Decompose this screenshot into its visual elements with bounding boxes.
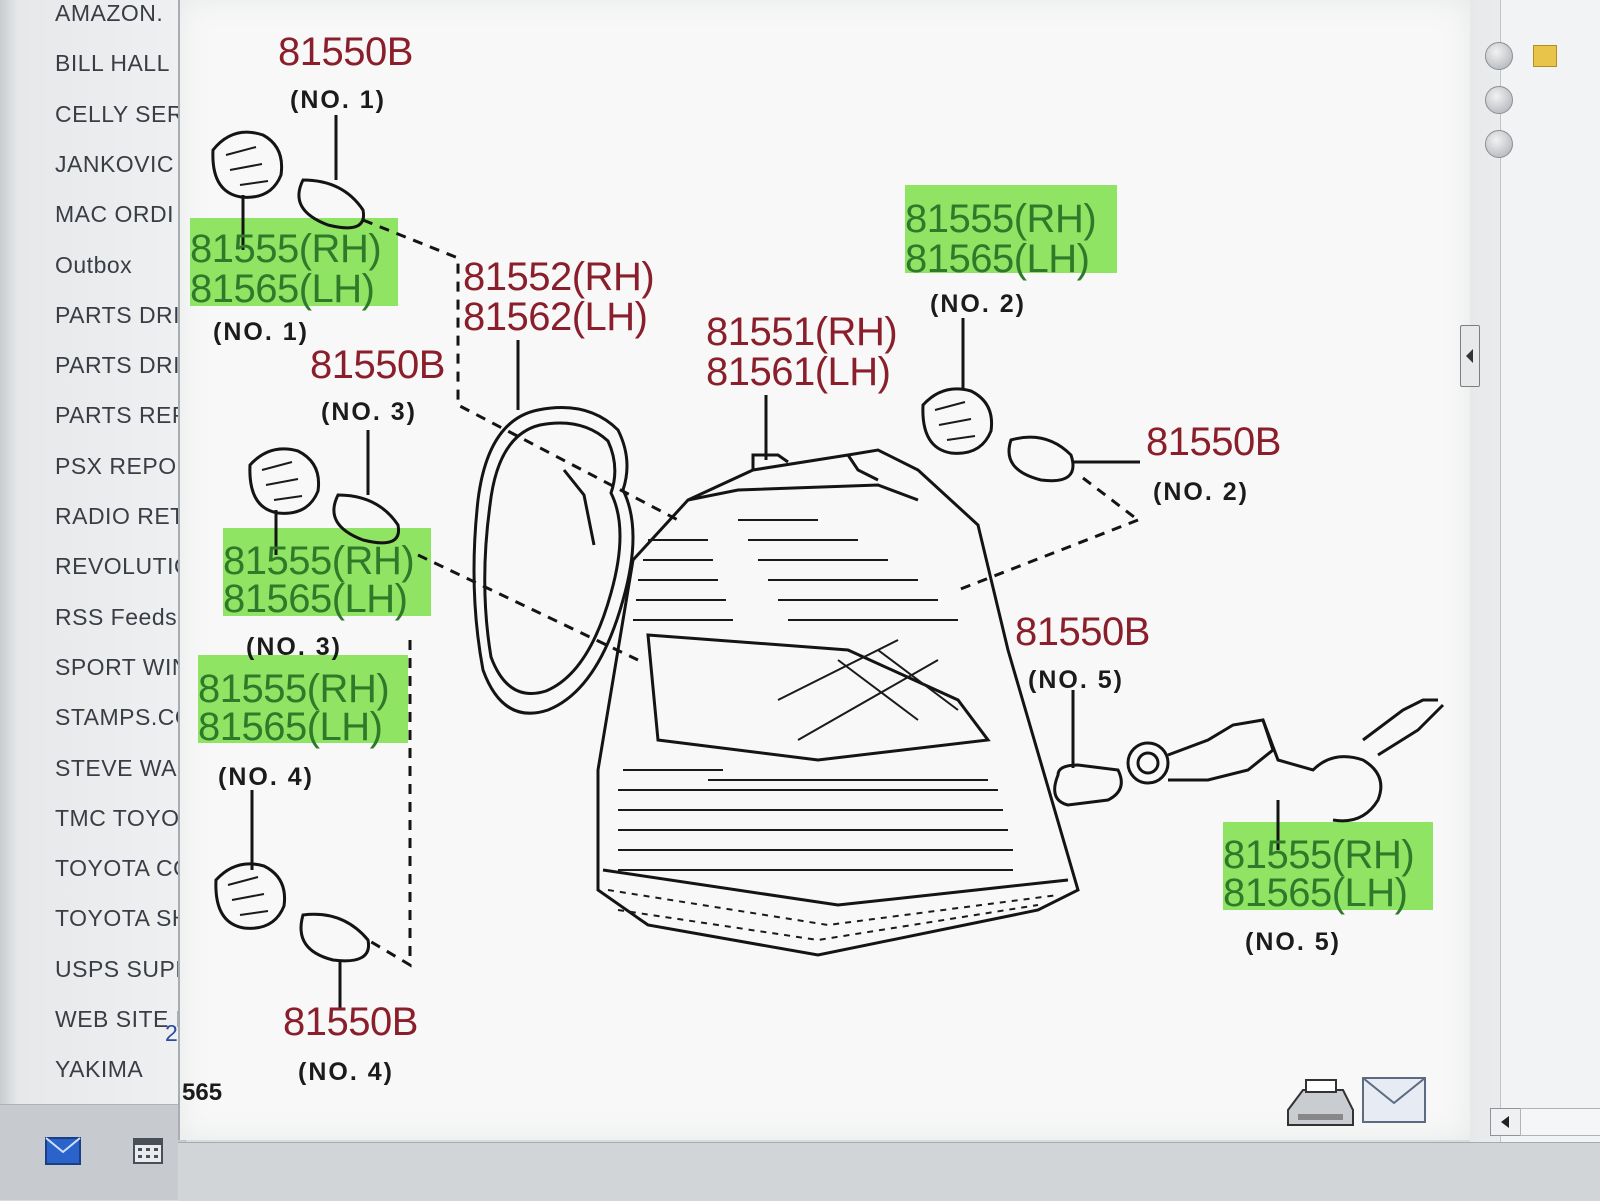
highlight-socket-no2 (905, 185, 1117, 273)
part-number: 81555(RH) (198, 667, 389, 711)
tail-lamp-drawing (596, 448, 1080, 957)
folder-pane: AMAZON. BILL HALL CELLY SERV JANKOVIC MAC OR… (0, 0, 186, 1200)
part-number: 81565(LH) (905, 237, 1090, 281)
assembly-line (1082, 476, 1139, 522)
folder-item[interactable]: TMC TOYO (55, 804, 180, 831)
bulb-no1-drawing (297, 178, 366, 230)
part-number: 81555(RH) (905, 197, 1096, 241)
parts-diagram: 81550B (NO. 1) 81555(RH) 81565(LH) (NO. … (182, 30, 1445, 1126)
part-number: 81550B (1015, 610, 1150, 654)
fit-button[interactable] (1485, 130, 1513, 158)
scroll-left-button[interactable] (1490, 1108, 1522, 1136)
gasket-drawing (472, 406, 635, 715)
folder-item[interactable]: CELLY SERV (55, 100, 180, 127)
part-number: 81550B (278, 30, 413, 74)
folder-item[interactable]: SPORT WIN (55, 653, 180, 680)
part-number: 81550B (310, 343, 445, 387)
folder-item[interactable]: STAMPS.CO (55, 704, 180, 731)
highlight-socket-no3 (223, 528, 431, 616)
position-label: (NO. 5) (1245, 928, 1341, 956)
socket-no5-drawing (1126, 698, 1445, 823)
assembly-line (367, 640, 412, 968)
folder-item[interactable]: JANKOVIC (55, 150, 175, 177)
folder-item[interactable]: TOYOTA CO (55, 855, 180, 882)
folder-item[interactable]: BILL HALL (55, 50, 170, 77)
status-strip (1520, 1108, 1600, 1136)
assembly-line (957, 518, 1139, 592)
position-label: (NO. 4) (218, 763, 314, 791)
folder-item[interactable]: PARTS DRIV (55, 301, 180, 328)
part-number: 81562(LH) (463, 295, 648, 339)
folder-item[interactable]: REVOLUTIO (55, 553, 180, 580)
folder-item[interactable]: PARTS DRIV (55, 352, 180, 379)
highlight-socket-no5 (1223, 822, 1433, 910)
socket-no3-drawing (248, 447, 321, 515)
part-number: 81565(LH) (1223, 871, 1408, 915)
folder-item[interactable]: AMAZON. (55, 0, 164, 26)
zoom-in-button[interactable] (1485, 42, 1513, 70)
position-label: (NO. 4) (298, 1058, 394, 1086)
part-number: 81565(LH) (198, 705, 383, 749)
part-number: 81551(RH) (706, 310, 897, 354)
folder-item[interactable]: WEB SITE E (55, 1006, 180, 1032)
mail-icon[interactable] (45, 1137, 81, 1165)
position-label: (NO. 1) (213, 318, 309, 346)
highlight-socket-no4 (198, 655, 408, 743)
navigation-bar (0, 1104, 185, 1200)
folder-item[interactable]: PARTS REP (55, 402, 180, 429)
position-label: (NO. 2) (930, 290, 1026, 318)
folder-item[interactable]: RADIO RET (55, 503, 180, 529)
folder-item[interactable]: MAC ORDI (55, 201, 174, 228)
part-number: 81555(RH) (1223, 833, 1414, 877)
chevron-left-icon (1501, 1116, 1509, 1128)
envelope-icon[interactable] (1362, 1077, 1426, 1123)
socket-no4-drawing (214, 862, 287, 930)
horizontal-scrollbar[interactable] (178, 1142, 1600, 1201)
folder-item[interactable]: STEVE WAR (55, 754, 180, 781)
part-number: 81565(LH) (223, 577, 408, 621)
position-label: (NO. 3) (321, 398, 417, 426)
part-number: 81552(RH) (463, 255, 654, 299)
position-label: (NO. 5) (1028, 666, 1124, 694)
part-number: 81561(LH) (706, 350, 891, 394)
folder-item[interactable]: Outbox (55, 251, 133, 278)
folder-item[interactable]: RSS Feeds (55, 603, 178, 630)
calendar-icon[interactable] (133, 1137, 163, 1165)
folder-item[interactable]: USPS SUPP (55, 955, 180, 982)
bulb-no3-drawing (332, 493, 401, 545)
bulb-no4-drawing (299, 912, 371, 963)
right-strip (1500, 0, 1600, 1142)
part-number: 81550B (1146, 420, 1281, 464)
zoom-out-button[interactable] (1485, 86, 1513, 114)
bulb-no2-drawing (1007, 435, 1075, 483)
part-number: 81565(LH) (190, 267, 375, 311)
folder-item[interactable]: TOYOTA SH (55, 905, 180, 932)
socket-no2-drawing (921, 387, 994, 455)
assembly-line (417, 553, 639, 662)
highlight-socket-no1 (190, 218, 398, 306)
position-label: (NO. 1) (290, 86, 386, 114)
printer-icon[interactable] (1287, 1079, 1354, 1126)
part-number: 81550B (283, 1000, 418, 1044)
scroll-handle[interactable] (1460, 325, 1480, 387)
part-number: 81555(RH) (223, 539, 414, 583)
note-icon[interactable] (1533, 45, 1557, 67)
position-label: (NO. 2) (1153, 478, 1249, 506)
chevron-left-icon (1466, 349, 1473, 363)
socket-no1-drawing (211, 130, 284, 199)
part-number: 81555(RH) (190, 227, 381, 271)
position-label: (NO. 3) (246, 633, 342, 661)
folder-item[interactable]: PSX REPOR (55, 452, 180, 479)
page-number: 565 (182, 1079, 222, 1106)
folder-unread-count: 2 (165, 1020, 178, 1046)
bulb-no5-drawing (1053, 763, 1123, 807)
folder-item[interactable]: YAKIMA (55, 1056, 144, 1083)
